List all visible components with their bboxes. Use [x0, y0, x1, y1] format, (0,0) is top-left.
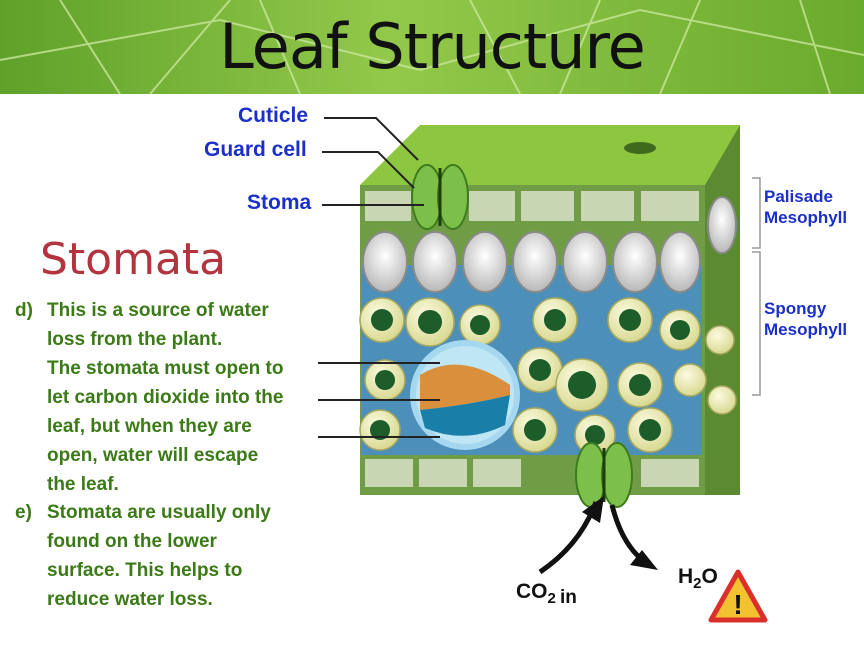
- point-line: found on the lower: [47, 531, 217, 552]
- title-banner: Leaf Structure: [0, 0, 864, 94]
- warning-symbol: !: [733, 589, 742, 620]
- point-line: leaf, but when they are: [47, 416, 252, 437]
- gas-arrows: [538, 496, 658, 575]
- h2o-arrowhead: [630, 550, 658, 570]
- upper-guard-cells: [411, 164, 469, 230]
- page-title: Leaf Structure: [219, 10, 646, 83]
- point-line: the leaf.: [47, 474, 119, 495]
- section-subtitle: Stomata: [40, 234, 227, 285]
- leaf-block: [359, 125, 740, 508]
- h2o-subscript: 2: [693, 575, 702, 593]
- chloroplast-cores: [370, 309, 690, 445]
- h2o-label: H2O: [678, 565, 718, 592]
- co2-label: CO2 in: [516, 580, 577, 609]
- co2-subscript: 2: [547, 590, 556, 608]
- label-line: Mesophyll: [764, 208, 848, 227]
- label-line: Palisade: [764, 187, 833, 206]
- point-line: The stomata must open to: [47, 358, 284, 379]
- lower-guard-cells: [575, 442, 633, 508]
- leader-lines: [318, 117, 440, 438]
- point-line: This is a source of water: [47, 300, 269, 321]
- co2-main: CO: [516, 580, 548, 603]
- lower-epidermis: [363, 457, 701, 489]
- point-line: let carbon dioxide into the: [47, 387, 284, 408]
- point-marker: d): [15, 300, 33, 321]
- point-line: loss from the plant.: [47, 329, 223, 350]
- point-d: d) This is a source of water loss from t…: [15, 296, 317, 499]
- leaf-cross-section-diagram: !: [318, 117, 768, 623]
- label-line: Spongy: [764, 299, 827, 318]
- point-line: surface. This helps to: [47, 560, 243, 581]
- point-line: Stomata are usually only: [47, 502, 271, 523]
- label-cuticle: Cuticle: [238, 104, 309, 127]
- h2o-o: O: [701, 565, 718, 588]
- co2-suffix: in: [560, 587, 577, 609]
- upper-epidermis: [363, 189, 701, 223]
- magnified-inset: [410, 340, 520, 450]
- layer-brackets: [752, 177, 761, 396]
- point-e: e) Stomata are usually only found on the…: [15, 498, 317, 614]
- warning-icon: !: [708, 569, 768, 623]
- label-line: Mesophyll: [764, 320, 848, 339]
- point-line: reduce water loss.: [47, 589, 213, 610]
- label-spongy-mesophyll: Spongy Mesophyll: [764, 298, 847, 340]
- co2-arrowhead: [582, 496, 604, 523]
- h2o-h: H: [678, 565, 694, 588]
- palisade-cells: [362, 196, 737, 293]
- point-line: open, water will escape: [47, 445, 259, 466]
- label-guard-cell: Guard cell: [204, 138, 307, 161]
- label-stoma: Stoma: [247, 191, 312, 214]
- top-stoma-opening: [624, 142, 656, 154]
- point-marker: e): [15, 502, 32, 523]
- leaf-texture-background: [0, 0, 864, 94]
- label-palisade-mesophyll: Palisade Mesophyll: [764, 186, 847, 228]
